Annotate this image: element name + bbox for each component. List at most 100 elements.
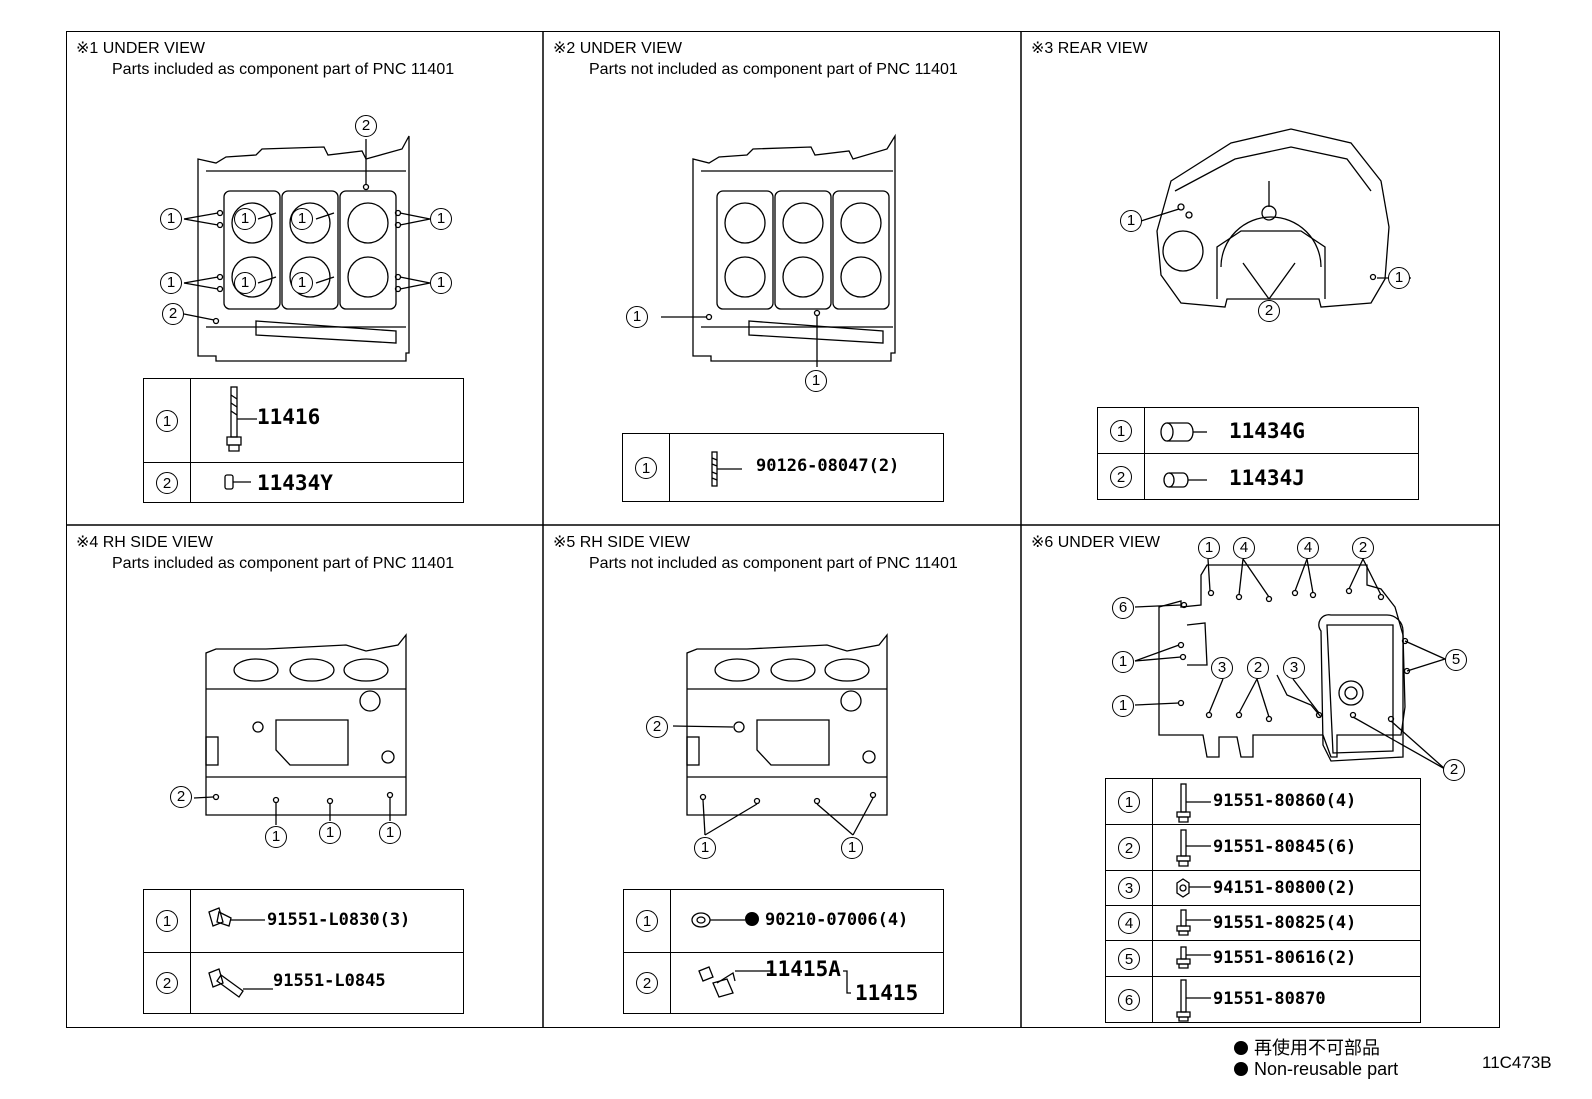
ref-number: 2 [636,972,658,994]
bolt-icon [1176,829,1211,867]
legend-row: 1 91551-L0830(3) [143,889,464,953]
non-reusable-note-jp: 再使用不可部品 [1234,1034,1380,1060]
legend-row: 1 91551-80860(4) [1105,778,1421,825]
non-reusable-part-number: 90210-07006(4) [745,910,908,930]
panel-subtitle: Parts included as component part of PNC … [112,61,455,78]
callout: 4 [1233,537,1255,559]
diagram-frame [66,31,1500,1028]
short-bolt-icon [1176,909,1211,936]
panel-title: ※6 UNDER VIEW [1031,534,1160,551]
engine-block-rh-side-drawing [672,633,888,836]
part-number: 90210-07006(4) [765,910,909,930]
callout: 2 [1443,759,1465,781]
parts-legend: 1 91551-L0830(3) 2 91551-L0845 [143,889,464,1014]
legend-row: 5 91551-80616(2) [1105,940,1421,977]
ref-number: 1 [1118,790,1140,813]
panel-rh-side-view-1: ※4 RH SIDE VIEW Parts included as compon… [66,525,543,1028]
parts-legend: 1 11434G 2 11434J [1097,407,1419,500]
part-number: 94151-80800(2) [1213,878,1357,898]
callout: 1 [841,837,863,859]
ref-number: 6 [1118,988,1140,1011]
callout: 1 [626,306,648,328]
part-number: 11416 [257,405,321,429]
panel-title: ※2 UNDER VIEW [553,40,682,57]
pin-icon [224,474,251,490]
panel-rh-side-view-2: ※5 RH SIDE VIEW Parts not included as co… [543,525,1021,1028]
callout: 3 [1211,657,1233,679]
non-reusable-mark-icon [745,912,759,926]
callout: 3 [1283,657,1305,679]
ref-number: 2 [156,471,178,494]
legend-row: 1 90210-07006(4) [623,889,944,953]
illustration-code: 11C473B [1482,1053,1552,1072]
callout: 1 [291,208,313,230]
engine-block-rh-side-drawing [193,633,407,825]
part-number: 91551-80870 [1213,989,1326,1009]
callout: 1 [379,822,401,844]
parts-legend: 1 90126-08047(2) [622,433,944,502]
callout: 1 [319,822,341,844]
part-number: 91551-80860(4) [1213,791,1357,811]
callout: 2 [162,303,184,325]
callout: 2 [646,716,668,738]
panel-title: ※4 RH SIDE VIEW [76,534,213,551]
non-reusable-mark-icon [1234,1041,1248,1055]
callout: 1 [160,272,182,294]
ref-number: 1 [635,456,657,479]
ref-number: 1 [636,910,658,932]
oil-pan-under-view-drawing [1134,558,1446,770]
part-number: 90126-08047(2) [756,456,900,476]
callout: 1 [1112,651,1134,673]
nut-icon [1176,878,1211,898]
callout: 4 [1297,537,1319,559]
long-bolt-icon [226,386,257,452]
legend-row: 6 91551-80870 [1105,976,1421,1023]
parts-legend: 1 90210-07006(4) 2 [623,889,944,1014]
sleeve-pin-icon [1160,422,1207,442]
note-text: 再使用不可部品 [1254,1038,1380,1058]
callout: 1 [430,272,452,294]
panel-title: ※5 RH SIDE VIEW [553,534,690,551]
short-bolt-icon [1176,946,1211,969]
panel-under-view-6: ※6 UNDER VIEW [1021,525,1500,1028]
ref-number: 4 [1118,912,1140,934]
drain-cock-icon [698,966,851,998]
callout: 1 [694,837,716,859]
panel-subtitle: Parts included as component part of PNC … [112,555,455,572]
panel-title: ※3 REAR VIEW [1031,40,1148,57]
callout: 1 [1198,537,1220,559]
part-number: 11415A [765,957,841,981]
callout: 1 [1120,210,1142,232]
part-number: 91551-L0830(3) [267,910,411,930]
callout: 6 [1112,597,1134,619]
legend-row: 2 11434Y [143,462,464,503]
legend-row: 3 94151-80800(2) [1105,870,1421,906]
callout: 2 [1258,300,1280,322]
ref-number: 3 [1118,877,1140,899]
legend-row: 2 91551-L0845 [143,952,464,1014]
engine-block-under-view-drawing [661,133,896,367]
panel-under-view-1: ※1 UNDER VIEW Parts included as componen… [66,31,543,525]
part-number: 91551-80825(4) [1213,913,1357,933]
callout: 2 [170,786,192,808]
part-number: 11415 [855,981,919,1005]
part-number: 91551-80845(6) [1213,837,1357,857]
callout: 1 [291,272,313,294]
callout: 1 [430,208,452,230]
callout: 2 [1247,657,1269,679]
short-pin-icon [1163,472,1207,488]
panel-under-view-2: ※2 UNDER VIEW Parts not included as comp… [543,31,1021,525]
part-number: 91551-L0845 [273,971,386,991]
ref-number: 1 [156,409,178,432]
part-number: 11434G [1229,419,1305,443]
callout: 2 [1352,537,1374,559]
panel-subtitle: Parts not included as component part of … [589,61,958,78]
legend-row: 2 91551-80845(6) [1105,824,1421,871]
flange-bolt-long-icon [208,968,273,998]
bolt-icon [1176,783,1211,823]
callout: 1 [160,208,182,230]
stud-icon [711,451,742,487]
callout: 1 [234,272,256,294]
engine-block-under-view-drawing [183,135,431,362]
